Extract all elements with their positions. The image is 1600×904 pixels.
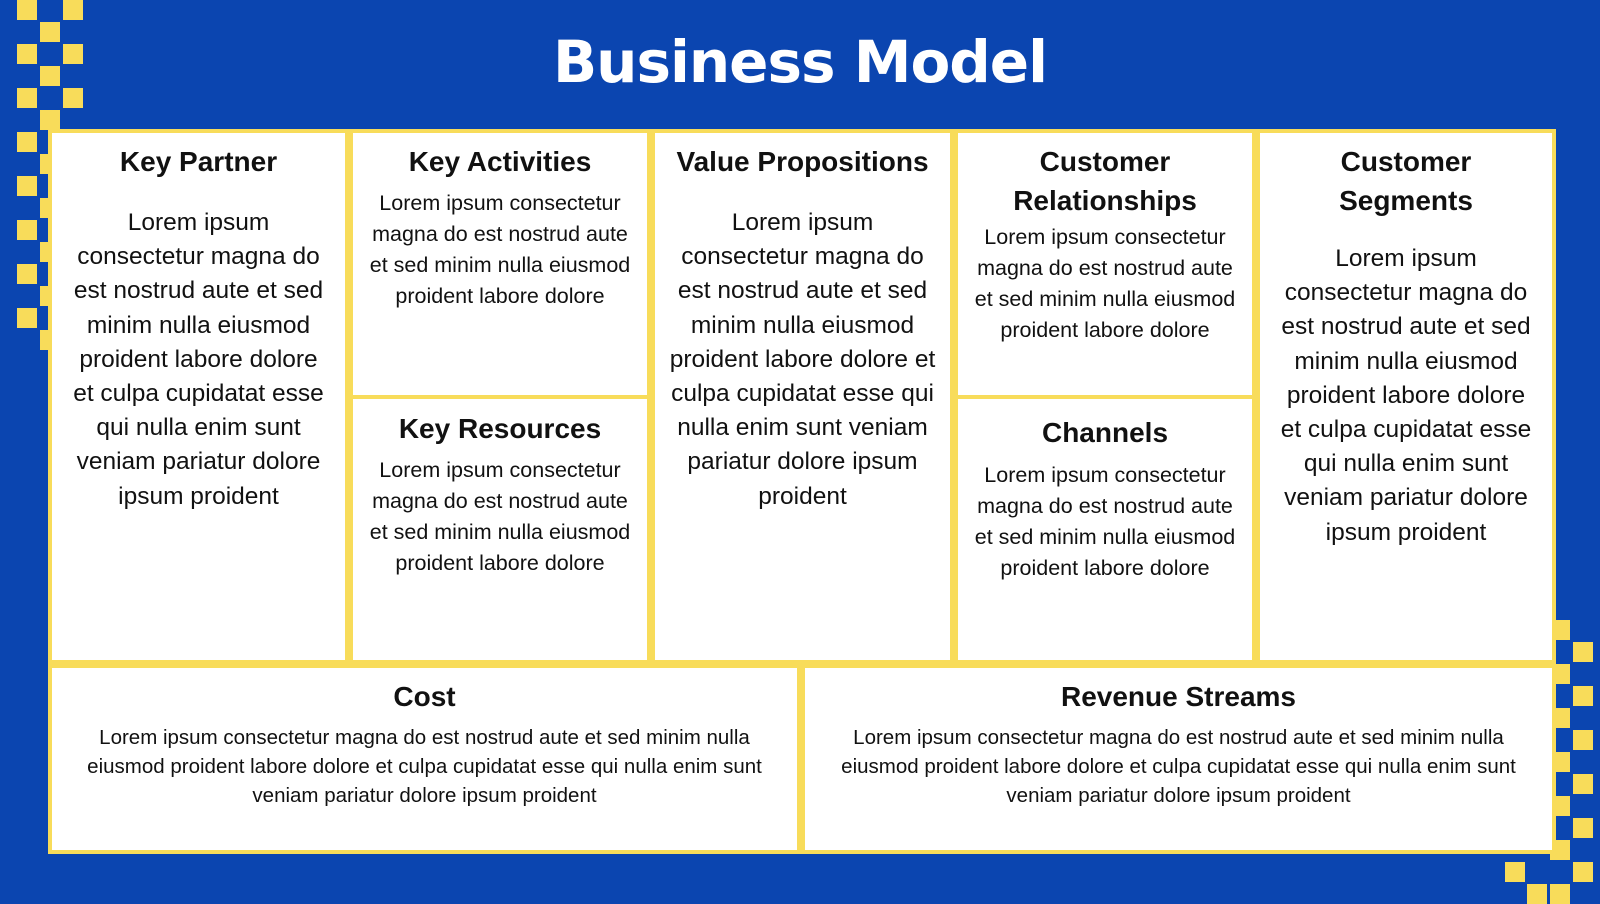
- key-resources-text: Lorem ipsum consectetur magna do est nos…: [369, 458, 631, 575]
- value-propositions-heading: Value Propositions: [676, 146, 929, 177]
- channels-text: Lorem ipsum consectetur magna do est nos…: [974, 463, 1236, 580]
- customer-relationships-text: Lorem ipsum consectetur magna do est nos…: [974, 225, 1236, 342]
- customer-relationships-heading: Customer Relationships: [1013, 146, 1197, 216]
- cost-text: Lorem ipsum consectetur magna do est nos…: [87, 726, 762, 807]
- value-propositions-text: Lorem ipsum consectetur magna do est nos…: [669, 209, 936, 510]
- revenue-streams-cell: Revenue Streams Lorem ipsum consectetur …: [801, 664, 1556, 854]
- page-title: Business Model: [552, 28, 1048, 96]
- channels-heading: Channels: [1041, 417, 1169, 448]
- customer-segments-heading: Customer Segments: [1339, 146, 1473, 216]
- channels-cell: Channels Lorem ipsum consectetur magna d…: [954, 395, 1256, 664]
- key-partner-cell: Key Partner Lorem ipsum consectetur magn…: [48, 129, 349, 664]
- key-partner-heading: Key Partner: [119, 146, 278, 177]
- customer-segments-cell: Customer Segments Lorem ipsum consectetu…: [1256, 129, 1556, 664]
- revenue-streams-text: Lorem ipsum consectetur magna do est nos…: [841, 726, 1516, 807]
- revenue-streams-heading: Revenue Streams: [1060, 681, 1296, 712]
- customer-segments-text: Lorem ipsum consectetur magna do est nos…: [1280, 245, 1532, 546]
- customer-relationships-cell: Customer Relationships Lorem ipsum conse…: [954, 129, 1256, 399]
- key-activities-text: Lorem ipsum consectetur magna do est nos…: [369, 191, 631, 308]
- value-propositions-cell: Value Propositions Lorem ipsum consectet…: [651, 129, 954, 664]
- key-activities-heading: Key Activities: [408, 146, 592, 177]
- key-activities-cell: Key Activities Lorem ipsum consectetur m…: [349, 129, 651, 399]
- key-partner-text: Lorem ipsum consectetur magna do est nos…: [73, 209, 324, 510]
- key-resources-heading: Key Resources: [398, 413, 602, 444]
- cost-cell: Cost Lorem ipsum consectetur magna do es…: [48, 664, 801, 854]
- cost-heading: Cost: [393, 681, 456, 712]
- key-resources-cell: Key Resources Lorem ipsum consectetur ma…: [349, 395, 651, 664]
